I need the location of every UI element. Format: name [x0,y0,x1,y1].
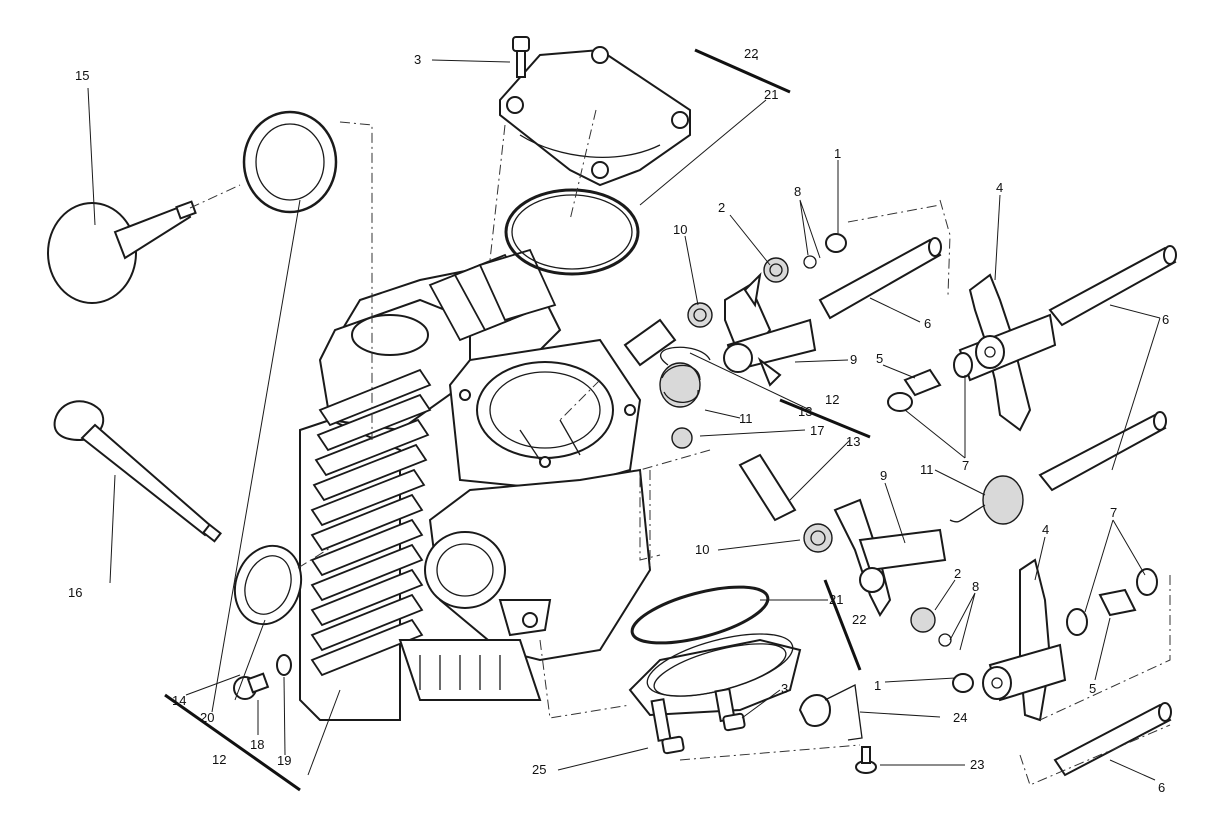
callout-18: 18 [250,737,264,752]
cylinder-head [299,248,652,721]
spring-10-mid [803,523,833,553]
callout-21-bot: 21 [829,592,843,607]
callout-2-mid: 2 [954,566,961,581]
callout-13-top: 13 [798,404,812,419]
clip-8-top [803,255,817,269]
guide-lines [189,109,1171,786]
washers-7-right [1066,568,1158,636]
spring-11-top [659,346,711,408]
callout-4-top: 4 [996,180,1003,195]
callout-10-mid: 10 [695,542,709,557]
callout-11-top: 11 [739,411,753,426]
callout-25: 25 [532,762,546,777]
callout-14: 14 [172,693,186,708]
callout-5-bot: 5 [1089,681,1096,696]
bushing-2-top [763,257,789,283]
rocker-upper [723,272,817,387]
callout-3-top: 3 [414,52,421,67]
spring-11-mid [949,475,1024,525]
callout-2-top: 2 [718,200,725,215]
bolt-top [512,36,530,78]
callout-19: 19 [277,753,291,768]
callout-6-a: 6 [1162,312,1169,327]
valve-cover-top [499,46,691,276]
washer-19 [276,654,292,676]
rocker-4-lower [982,558,1067,722]
clip-5-bot [1098,588,1137,617]
valve-exhaust [47,200,197,304]
callout-4-mid: 4 [1042,522,1049,537]
callout-11-mid: 11 [920,462,934,477]
shaft-6-a [1048,245,1177,327]
callout-21-top: 21 [764,87,778,102]
adjuster-13-mid [738,453,797,522]
callout-23: 23 [970,757,984,772]
valve-cover-bottom [628,585,802,717]
callout-22-top: 22 [744,46,758,61]
callout-13-mid: 13 [846,434,860,449]
callout-labels: 3 22 21 15 1 8 2 10 4 6 6 5 9 13 11 12 7… [68,46,1169,795]
callout-6-b: 6 [924,316,931,331]
callout-16: 16 [68,585,82,600]
callout-7-top: 7 [962,458,969,473]
callout-12-bot: 12 [212,752,226,767]
shaft-6-bot [1053,702,1172,777]
callout-6-bot: 6 [1158,780,1165,795]
washers-7-top [887,352,973,412]
shaft-6-upper [818,237,942,320]
leader-lines [87,56,1161,781]
group-bars [164,48,871,792]
callout-20: 20 [200,710,214,725]
callout-9-top: 9 [850,352,857,367]
clamp-24 [798,684,863,741]
valve-seat-ring [242,110,338,214]
bushing-2-mid [910,607,936,633]
rocker-9-mid [833,498,947,617]
cap-1-bot [952,673,974,693]
shaft-6-b [1038,411,1167,492]
callout-24: 24 [953,710,967,725]
callout-17: 17 [810,423,824,438]
callout-7-right: 7 [1110,505,1117,520]
cap-1-top [825,233,847,253]
callout-1-bot: 1 [874,678,881,693]
callout-12-mid: 12 [825,392,839,407]
screw-23 [855,746,877,774]
callout-8-top: 8 [794,184,801,199]
spring-10-top [687,302,713,328]
adjuster-13-top [623,318,677,367]
clip-8-mid [938,633,952,647]
callout-3-bot: 3 [781,681,788,696]
valve-seat-lower [233,544,303,626]
callout-22-bot: 22 [852,612,866,627]
callout-8-mid: 8 [972,579,979,594]
bolt-25 [650,698,685,755]
clip-5-top [903,368,942,397]
callout-15: 15 [75,68,89,83]
rocker-4-upper [958,273,1057,432]
callout-9-mid: 9 [880,468,887,483]
bolt-3-bot [714,687,746,732]
callout-10-top: 10 [673,222,687,237]
plug-18 [233,672,270,700]
callout-5-top: 5 [876,351,883,366]
callout-1-top: 1 [834,146,841,161]
plug-17 [671,427,693,449]
valve-intake [53,400,222,543]
